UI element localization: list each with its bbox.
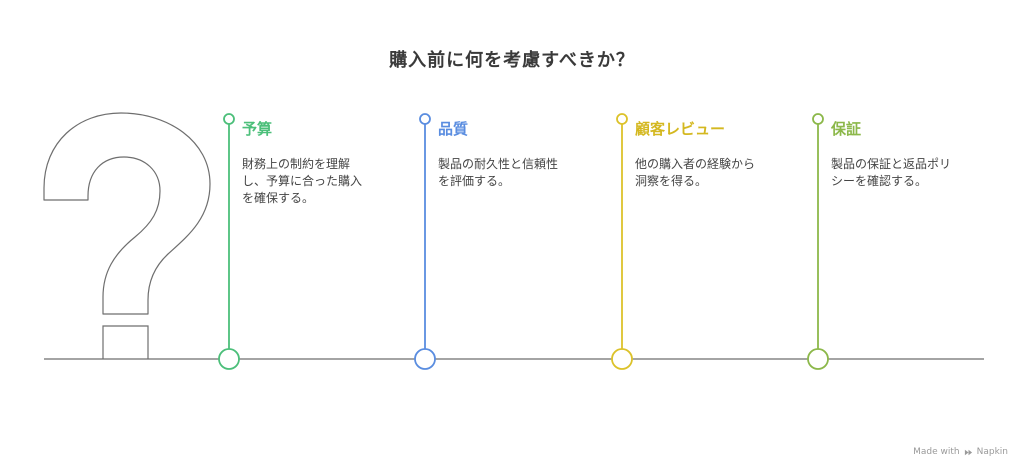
step-top-dot-1	[223, 113, 235, 125]
step-budget: 予算 財務上の制約を理解 し、予算に合った購入 を確保する。	[242, 119, 412, 207]
step-top-dot-3	[616, 113, 628, 125]
step-customer-reviews: 顧客レビュー 他の購入者の経験から 洞察を得る。	[635, 119, 805, 190]
step-title-quality: 品質	[438, 120, 469, 138]
step-quality: 品質 製品の耐久性と信頼性 を評価する。	[438, 119, 608, 190]
napkin-logo-icon	[964, 449, 972, 455]
step-title-budget: 予算	[242, 120, 273, 138]
step-top-dot-2	[419, 113, 431, 125]
step-top-dot-4	[812, 113, 824, 125]
step-node-1	[218, 348, 240, 370]
step-warranty: 保証 製品の保証と返品ポリ シーを確認する。	[831, 119, 1001, 190]
made-with-napkin-credit[interactable]: Made with Napkin	[913, 447, 1008, 457]
question-mark-icon	[43, 112, 211, 315]
step-title-warranty: 保証	[831, 120, 862, 138]
step-description-quality: 製品の耐久性と信頼性 を評価する。	[438, 157, 559, 188]
step-node-3	[611, 348, 633, 370]
step-description-customer-reviews: 他の購入者の経験から 洞察を得る。	[635, 157, 756, 188]
credit-brand: Napkin	[976, 447, 1008, 457]
question-mark-dot	[102, 325, 149, 359]
step-description-budget: 財務上の制約を理解 し、予算に合った購入 を確保する。	[242, 157, 363, 205]
step-node-2	[414, 348, 436, 370]
page-title: 購入前に何を考慮すべきか？	[389, 50, 635, 71]
credit-prefix: Made with	[913, 447, 960, 457]
step-description-warranty: 製品の保証と返品ポリ シーを確認する。	[831, 157, 952, 188]
step-node-4	[807, 348, 829, 370]
step-title-customer-reviews: 顧客レビュー	[635, 120, 726, 138]
